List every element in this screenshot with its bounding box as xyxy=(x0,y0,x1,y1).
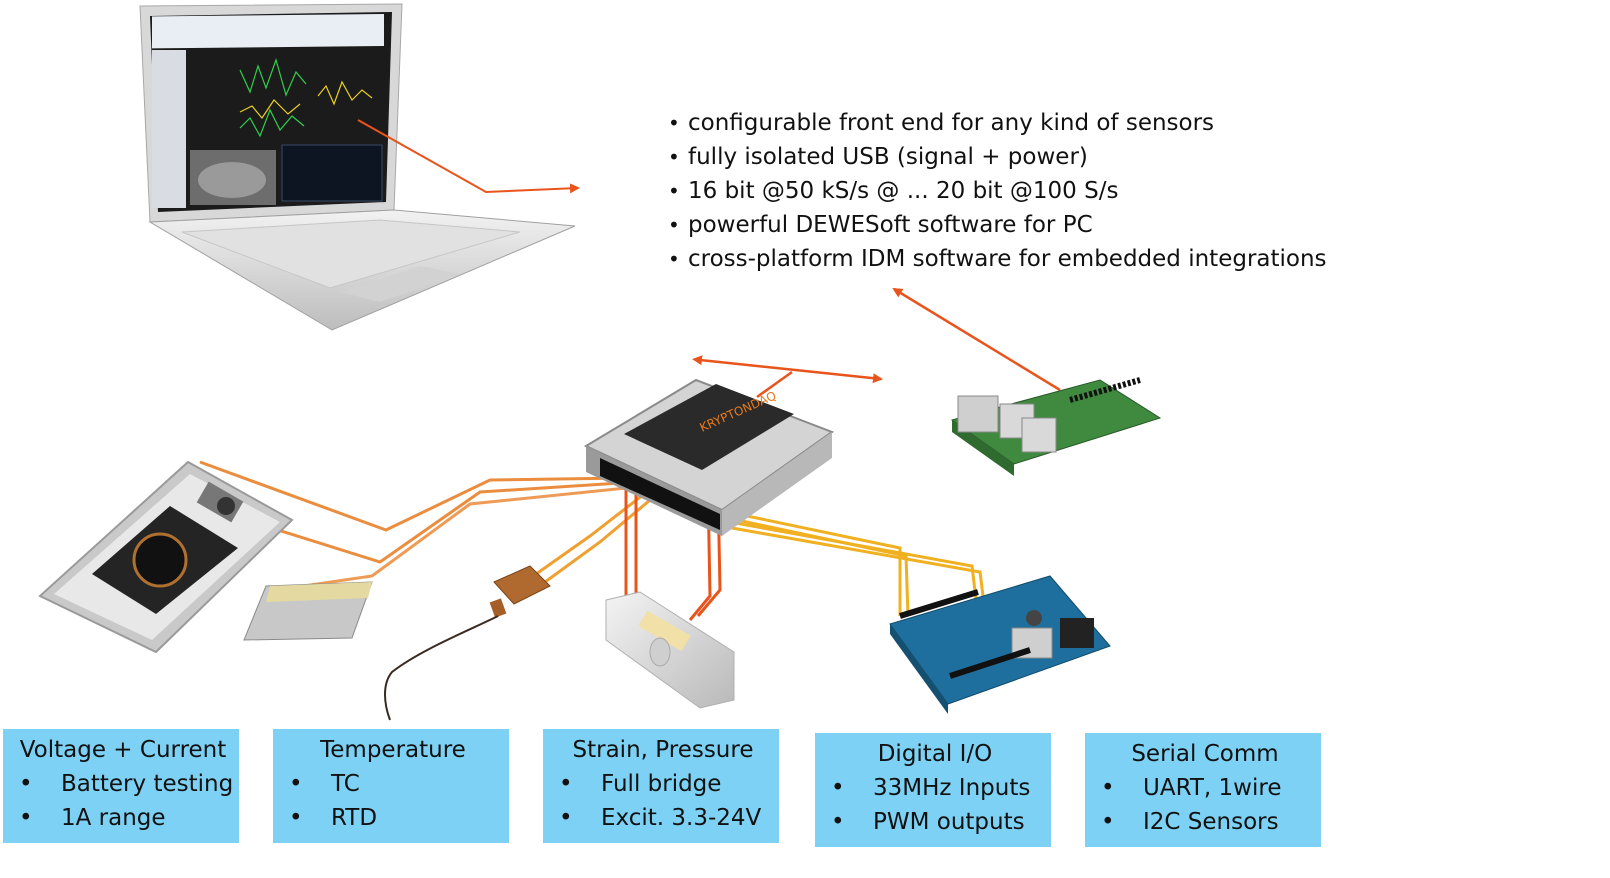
smartphone-icon xyxy=(38,460,294,654)
category-item: •RTD xyxy=(289,805,378,831)
bullet-icon: • xyxy=(668,247,680,271)
category-temperature: Temperature •TC •RTD xyxy=(273,729,509,843)
raspberry-pi-icon xyxy=(950,377,1162,476)
category-voltage-current: Voltage + Current •Battery testing •1A r… xyxy=(3,729,239,843)
rpi-arrow xyxy=(892,287,1061,392)
usb-double-arrow xyxy=(692,355,883,384)
category-title: Strain, Pressure xyxy=(572,737,754,763)
category-serial-comm: Serial Comm •UART, 1wire •I2C Sensors xyxy=(1085,733,1321,847)
category-strain-pressure: Strain, Pressure •Full bridge •Excit. 3.… xyxy=(543,729,779,843)
category-title: Digital I/O xyxy=(877,741,993,767)
bullet-icon: • xyxy=(668,213,680,237)
feature-list: •configurable front end for any kind of … xyxy=(668,106,1327,276)
category-item: •Battery testing xyxy=(19,771,234,797)
feature-item: •16 bit @50 kS/s @ ... 20 bit @100 S/s xyxy=(668,174,1327,208)
load-cell-icon xyxy=(605,591,735,709)
category-item: •33MHz Inputs xyxy=(831,775,1031,801)
category-title: Serial Comm xyxy=(1131,741,1279,767)
daq-device-icon: KRYPTONDAQ xyxy=(583,378,835,536)
battery-icon xyxy=(243,581,373,641)
feature-item: •fully isolated USB (signal + power) xyxy=(668,140,1327,174)
category-item: •TC xyxy=(289,771,360,797)
category-item: •Full bridge xyxy=(559,771,722,797)
bullet-icon: • xyxy=(668,179,680,203)
category-item: •1A range xyxy=(19,805,166,831)
arduino-icon xyxy=(889,575,1111,714)
bullet-icon: • xyxy=(668,111,680,135)
category-item: •PWM outputs xyxy=(831,809,1025,835)
thermocouple-icon xyxy=(384,565,551,721)
category-title: Voltage + Current xyxy=(19,737,227,763)
feature-item: •cross-platform IDM software for embedde… xyxy=(668,242,1327,276)
laptop-arrow xyxy=(357,119,580,194)
feature-item: •powerful DEWESoft software for PC xyxy=(668,208,1327,242)
category-item: •UART, 1wire xyxy=(1101,775,1282,801)
category-digital-io: Digital I/O •33MHz Inputs •PWM outputs xyxy=(815,733,1051,847)
bullet-icon: • xyxy=(668,145,680,169)
feature-item: •configurable front end for any kind of … xyxy=(668,106,1327,140)
laptop-icon xyxy=(139,3,576,331)
category-title: Temperature xyxy=(320,737,466,763)
category-item: •I2C Sensors xyxy=(1101,809,1279,835)
category-item: •Excit. 3.3-24V xyxy=(559,805,762,831)
